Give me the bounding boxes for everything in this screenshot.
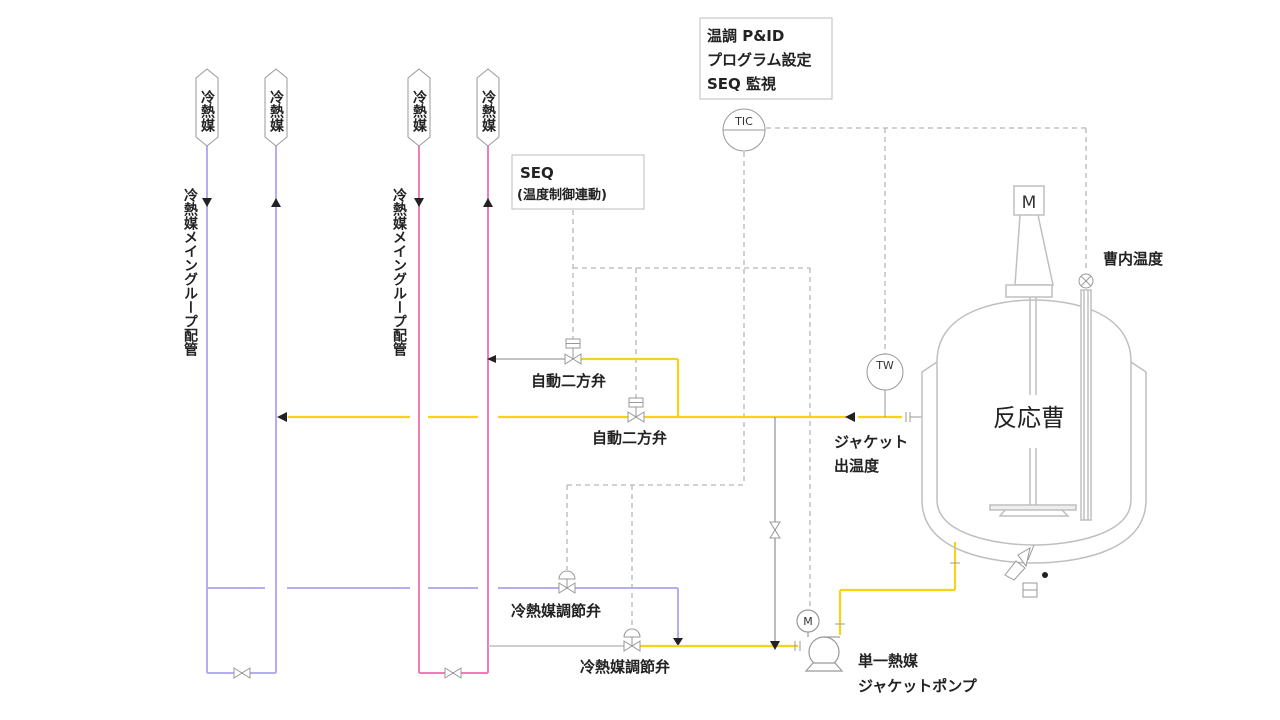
seq-line-2: (温度制御連動) xyxy=(517,187,607,203)
control-info-line-2: プログラム設定 xyxy=(707,51,812,69)
control-info-line-1: 温調 P&ID xyxy=(707,27,784,45)
heat-medium-piping xyxy=(288,357,957,648)
drain-valve[interactable] xyxy=(769,521,781,539)
header-tag-cold-return xyxy=(264,68,288,147)
bottom-drain-valve[interactable] xyxy=(1004,544,1038,598)
header-tag-cold-return-text: 冷熱媒 xyxy=(268,89,285,133)
jacket-out-label-2: 出温度 xyxy=(834,457,880,475)
cold-loop-label: 冷熱媒メイングループ配管 xyxy=(182,187,199,356)
header-tag-hot-return-text: 冷熱媒 xyxy=(480,89,497,133)
header-tag-hot-return xyxy=(476,68,500,147)
tank-temp-label: 曹内温度 xyxy=(1103,250,1164,268)
control-info-box xyxy=(699,17,833,100)
tank-temp-sensor[interactable] xyxy=(1078,273,1094,289)
loop-bottom-valve-cold[interactable] xyxy=(233,667,251,679)
seq-box xyxy=(511,154,645,210)
drain-indicator-dot xyxy=(1042,572,1048,578)
header-tag-hot-supply-text: 冷熱媒 xyxy=(411,89,428,133)
control-signal-lines xyxy=(566,127,1087,630)
seq-line-1: SEQ xyxy=(520,164,554,182)
header-tag-cold-supply-text: 冷熱媒 xyxy=(199,89,216,133)
hot-loop-piping xyxy=(418,145,489,674)
header-tag-cold-supply xyxy=(195,68,219,147)
hot-loop-label: 冷熱媒メイングループ配管 xyxy=(391,187,408,356)
cold-valve-2-label: 冷熱媒調節弁 xyxy=(580,658,670,676)
agitator-motor-label: M xyxy=(1022,193,1037,213)
flanges xyxy=(794,412,960,651)
valve-branch-arrow xyxy=(487,355,496,363)
cold-valve-1-label: 冷熱媒調節弁 xyxy=(511,602,601,620)
auto-valve-1-label: 自動二方弁 xyxy=(531,372,606,390)
cold-control-valve-2[interactable] xyxy=(623,628,641,652)
jacket-out-label-1: ジャケット xyxy=(834,433,908,451)
auto-valve-2-label: 自動二方弁 xyxy=(592,429,667,447)
heat-medium-arrows xyxy=(277,412,855,650)
reactor-label: 反応曹 xyxy=(993,404,1065,432)
flow-arrows xyxy=(202,198,493,207)
pump-motor-label: M xyxy=(803,615,813,628)
control-info-line-3: SEQ 監視 xyxy=(707,75,776,93)
loop-bottom-valve-hot[interactable] xyxy=(444,667,462,679)
tw-label: TW xyxy=(875,359,894,372)
tic-label: TIC xyxy=(734,115,753,128)
reactor-vessel xyxy=(921,185,1147,564)
auto-two-way-valve-1[interactable] xyxy=(564,338,582,365)
header-tag-hot-supply xyxy=(407,68,431,147)
jacket-pump[interactable] xyxy=(796,609,844,672)
cold-control-valve-1[interactable] xyxy=(558,570,576,594)
cold-return-arrowhead xyxy=(673,638,683,646)
tw-instrument[interactable] xyxy=(866,353,904,417)
cold-loop-piping xyxy=(206,145,679,674)
auto-two-way-valve-2[interactable] xyxy=(627,397,645,423)
tic-instrument[interactable] xyxy=(722,108,766,152)
pump-label-1: 単一熱媒 xyxy=(858,652,919,670)
pump-label-2: ジャケットポンプ xyxy=(858,677,978,695)
